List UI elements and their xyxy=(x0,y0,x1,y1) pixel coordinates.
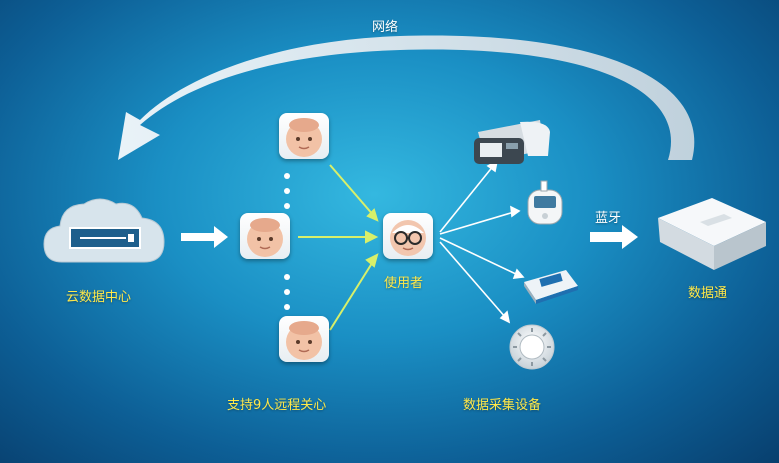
data-hub-box-icon xyxy=(658,198,766,270)
cloud-server-icon xyxy=(43,198,165,263)
caregiver-avatar-icon xyxy=(279,113,329,159)
test-strip-device-icon xyxy=(524,270,578,304)
blood-pressure-monitor-icon xyxy=(474,120,550,164)
data-collection-devices-label: 数据采集设备 xyxy=(463,398,542,413)
dots-bottom xyxy=(284,274,290,310)
glucose-meter-icon xyxy=(527,180,563,225)
remote-care-label: 支持9人远程关心 xyxy=(227,398,327,413)
network-arc-arrow xyxy=(118,35,695,161)
dots-top xyxy=(284,173,290,209)
bluetooth-label: 蓝牙 xyxy=(595,211,622,226)
caregiver-avatar-icon xyxy=(240,213,290,259)
user-label: 使用者 xyxy=(384,276,424,291)
cloud-to-caregiver-arrow xyxy=(181,226,228,248)
cloud-data-center-label: 云数据中心 xyxy=(66,290,132,305)
round-sensor-icon xyxy=(509,324,555,370)
user-avatar-glasses-icon xyxy=(383,213,433,259)
caregiver-to-user-lines xyxy=(298,164,379,331)
caregiver-avatar-icon xyxy=(279,316,329,362)
network-label: 网络 xyxy=(372,20,399,35)
user-to-device-lines xyxy=(439,159,525,324)
bluetooth-arrow xyxy=(590,225,638,249)
data-hub-label: 数据通 xyxy=(688,286,728,301)
